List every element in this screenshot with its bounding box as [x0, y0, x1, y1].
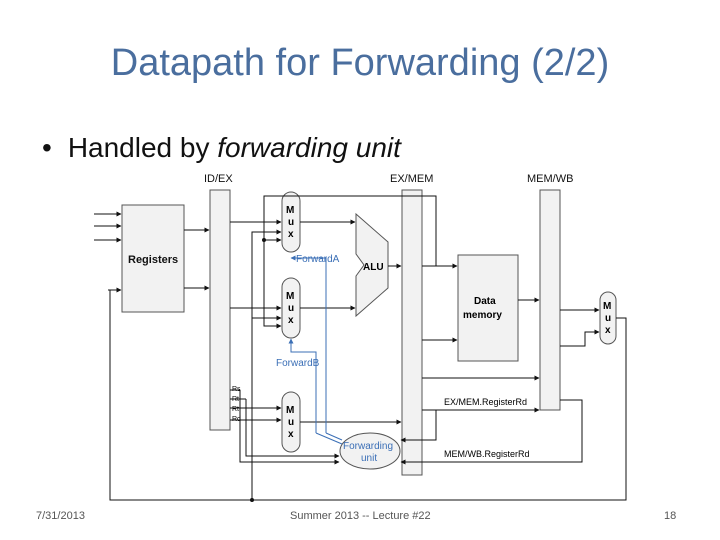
data-memory [457, 254, 519, 362]
bullet-point: • Handled by forwarding unit [42, 132, 401, 164]
bullet-emphasis: forwarding unit [217, 132, 401, 163]
svg-text:M: M [603, 301, 611, 312]
svg-text:M: M [286, 405, 294, 416]
slide-title: Datapath for Forwarding (2/2) [110, 42, 610, 84]
forwarding-unit [339, 432, 401, 470]
svg-text:memory: memory [463, 310, 502, 321]
svg-text:x: x [605, 325, 611, 336]
svg-text:u: u [288, 417, 294, 428]
memwb-label: MEM/WB [527, 173, 573, 185]
svg-text:x: x [288, 229, 294, 240]
exmem-rd-label: EX/MEM.RegisterRd [444, 397, 527, 407]
memwb-rd-label: MEM/WB.RegisterRd [444, 449, 530, 459]
bullet-text: Handled by [67, 132, 218, 163]
forward-a-label: ForwardA [296, 254, 340, 265]
svg-text:u: u [605, 313, 611, 324]
exmem-label: EX/MEM [390, 173, 433, 185]
svg-text:Rd: Rd [232, 416, 241, 423]
footer-course: Summer 2013 -- Lecture #22 [290, 510, 431, 522]
svg-text:Rs: Rs [232, 386, 241, 393]
svg-text:u: u [288, 303, 294, 314]
footer-date: 7/31/2013 [36, 510, 85, 522]
svg-text:M: M [286, 291, 294, 302]
idex-register [209, 189, 231, 431]
footer-page-number: 18 [664, 510, 677, 522]
svg-text:Rt: Rt [232, 406, 239, 413]
svg-text:u: u [288, 217, 294, 228]
svg-text:x: x [288, 429, 294, 440]
svg-text:unit: unit [361, 453, 377, 464]
svg-text:M: M [286, 205, 294, 216]
exmem-register [401, 189, 423, 476]
svg-text:Data: Data [474, 296, 496, 307]
alu-label: ALU [363, 262, 384, 273]
svg-text:Forwarding: Forwarding [343, 441, 393, 452]
forward-b-label: ForwardB [276, 358, 320, 369]
memwb-register [539, 189, 561, 411]
alu [355, 212, 389, 318]
bullet-icon: • [42, 132, 52, 163]
svg-text:Rt: Rt [232, 396, 239, 403]
registers-block [121, 204, 185, 313]
svg-text:x: x [288, 315, 294, 326]
idex-label: ID/EX [204, 173, 233, 185]
registers-label: Registers [128, 254, 178, 266]
